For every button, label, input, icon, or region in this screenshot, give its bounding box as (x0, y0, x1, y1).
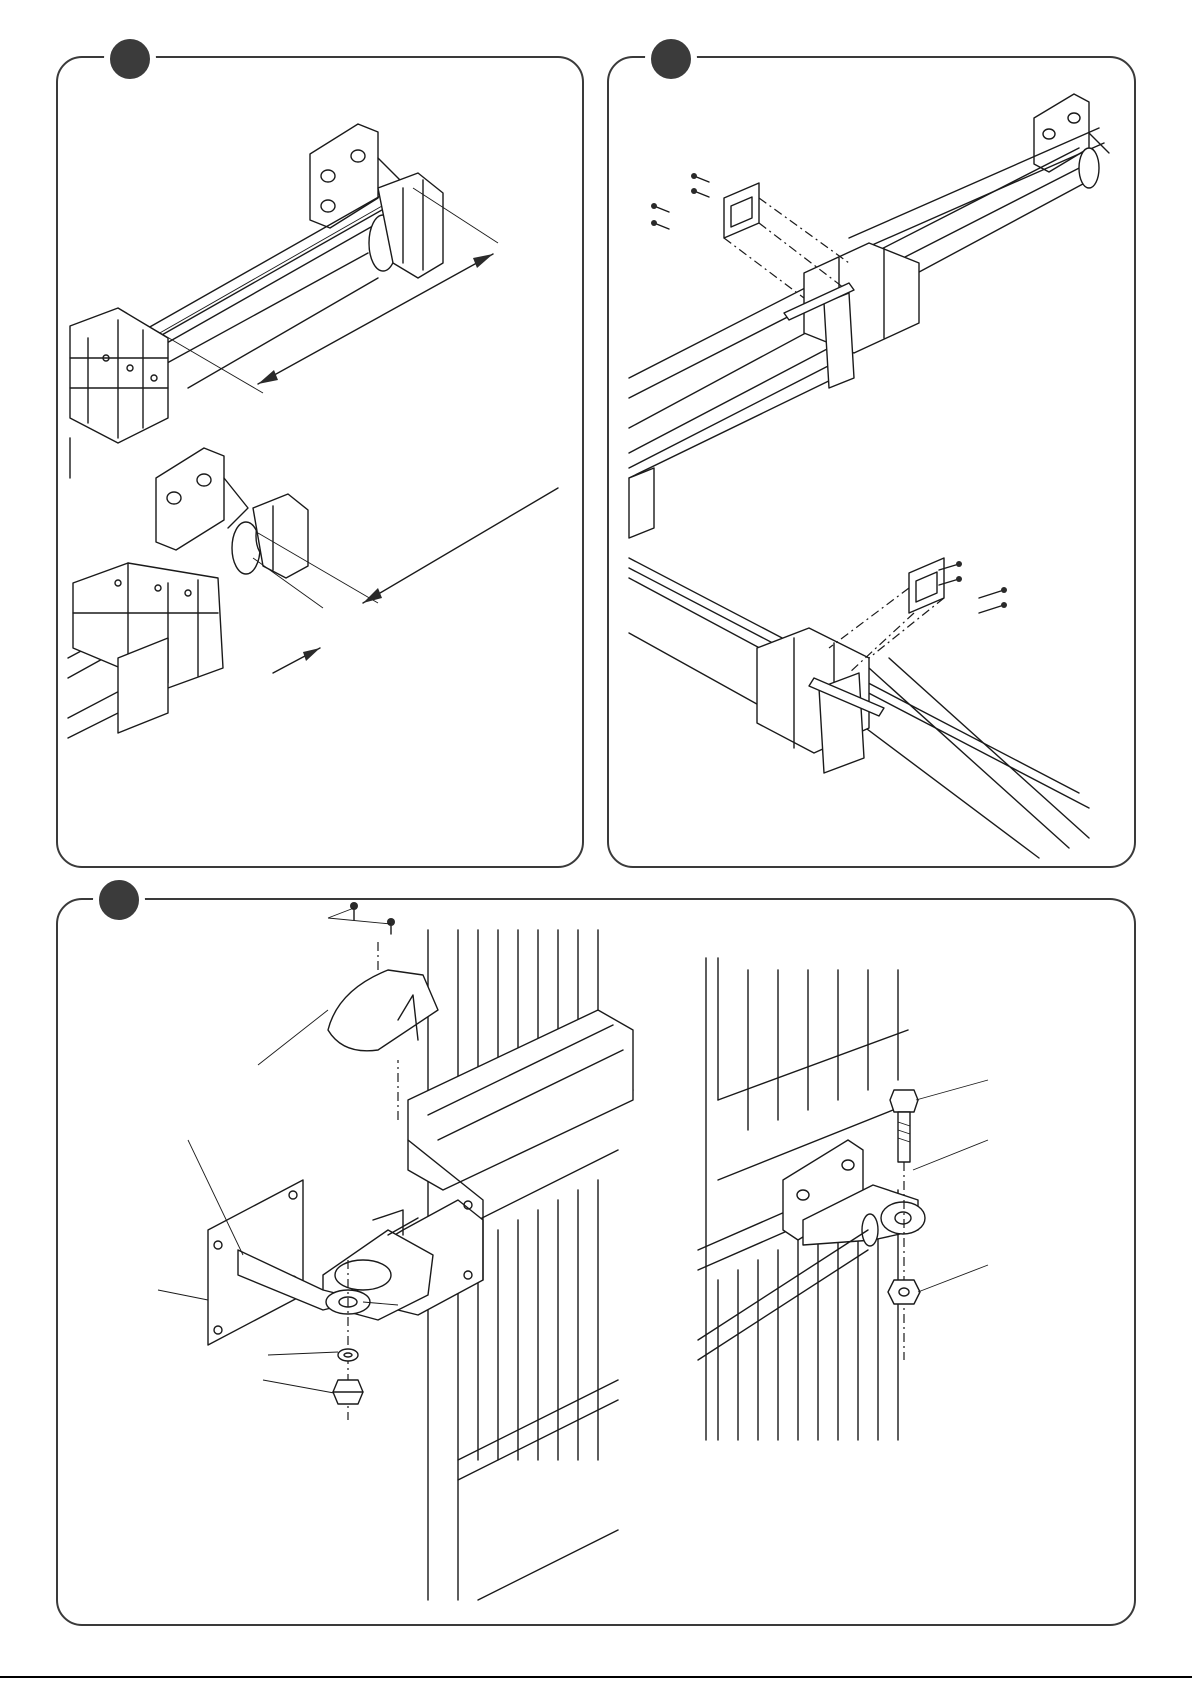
carriage-block-upper (70, 308, 168, 478)
cover-plate-illustration (609, 58, 1138, 870)
actuator-rod-right (698, 1230, 868, 1360)
gate-mounting-illustration (58, 900, 1138, 1628)
carriage-block-lower (73, 563, 223, 733)
step-panel-b (607, 56, 1136, 868)
nut (333, 1380, 363, 1404)
measurement-illustration (58, 58, 586, 870)
carriage-upper (784, 243, 919, 388)
carriage-lower (757, 628, 884, 773)
step-panel-a (56, 56, 584, 868)
step-badge-a (104, 33, 156, 85)
page-footer-rule (0, 1676, 1192, 1678)
screws-lower (939, 561, 1007, 613)
washer (338, 1349, 358, 1361)
actuator-rod-upper (148, 173, 443, 388)
nut-right (888, 1280, 920, 1304)
callout-leaders-right (913, 1080, 988, 1292)
screws-upper (651, 173, 709, 229)
step-badge-c (93, 874, 145, 926)
step-panel-c (56, 898, 1136, 1626)
step-badge-b (645, 33, 697, 85)
cap-screws (328, 902, 395, 934)
